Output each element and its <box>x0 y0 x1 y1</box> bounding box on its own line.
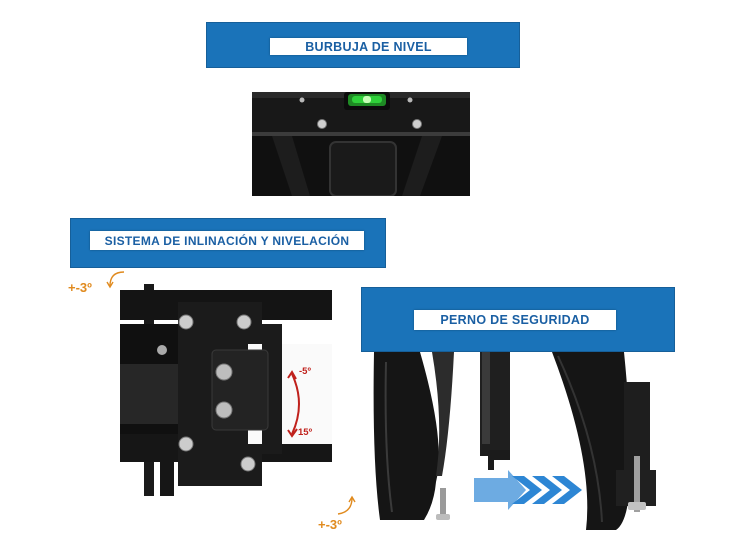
screw-icon <box>215 363 233 381</box>
screw-icon <box>236 314 252 330</box>
curved-arrow-icon <box>337 495 356 515</box>
level-bubble-label: BURBUJA DE NIVEL <box>270 38 467 55</box>
direction-arrow-icon <box>474 470 582 510</box>
tilt-system-label: SISTEMA DE INLINACIÓN Y NIVELACIÓN <box>90 231 364 250</box>
screw-icon <box>299 97 305 103</box>
level-bubble-vial <box>348 94 386 106</box>
screw-icon <box>215 401 233 419</box>
screw-icon <box>317 119 327 129</box>
tilt-up-label: -5º <box>299 366 311 377</box>
screw-icon <box>407 97 413 103</box>
safety-bolt-photo <box>373 352 656 530</box>
bolt-icon <box>436 456 646 520</box>
screw-icon <box>240 456 256 472</box>
screw-icon <box>157 345 167 355</box>
curved-arrow-icon <box>106 271 125 289</box>
level-bubble-photo <box>252 92 470 196</box>
safety-bolt-label: PERNO DE SEGURIDAD <box>414 310 616 330</box>
screw-icon <box>178 436 194 452</box>
tilt-down-label: 15º <box>298 427 313 438</box>
screw-icon <box>178 314 194 330</box>
angle-top-label: +-3º <box>68 280 92 295</box>
angle-bottom-label: +-3º <box>318 517 342 532</box>
tilt-mechanism-photo <box>120 284 332 496</box>
screw-icon <box>412 119 422 129</box>
